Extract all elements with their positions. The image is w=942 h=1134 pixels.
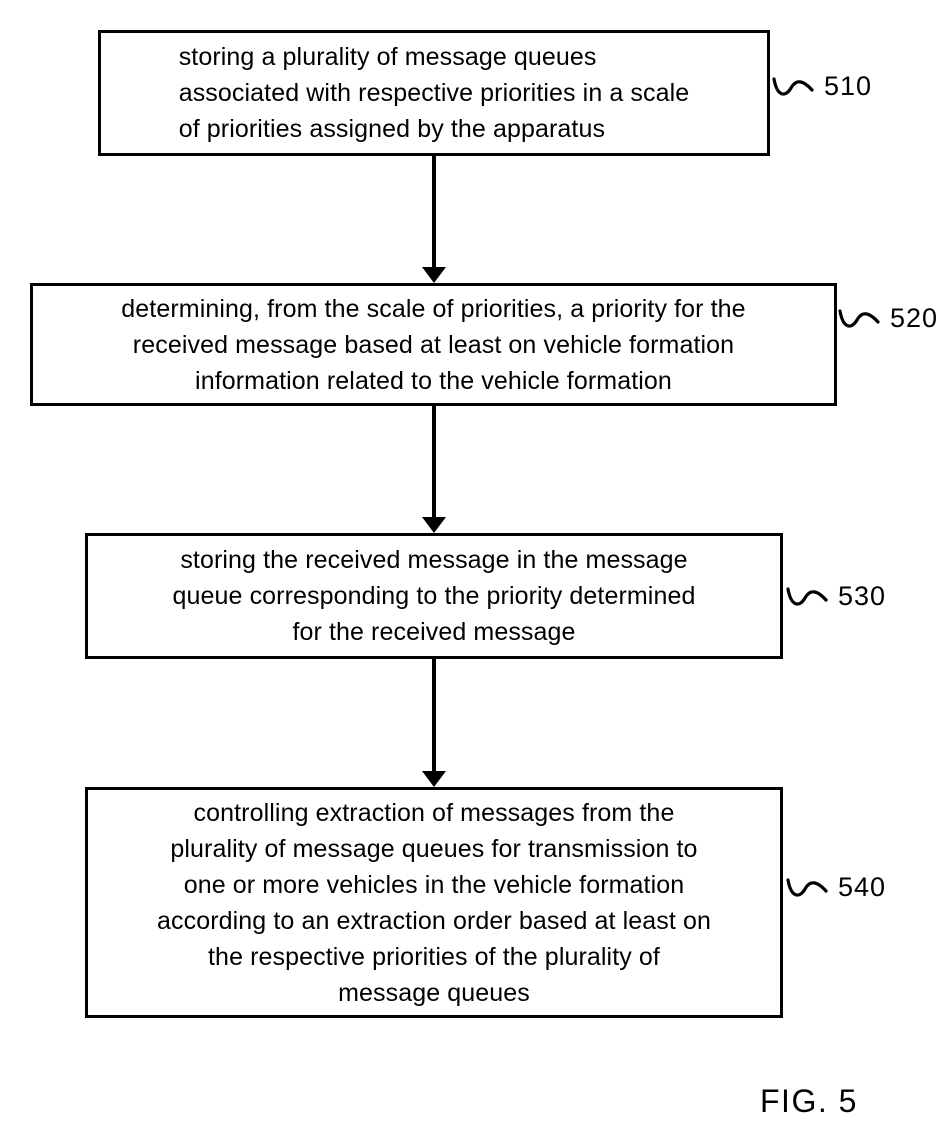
arrowhead-icon — [422, 517, 446, 533]
connector-arrow-530-540 — [414, 659, 454, 787]
squiggle-leader-icon — [772, 76, 814, 96]
reference-callout-510: 510 — [772, 73, 872, 100]
squiggle-leader-icon — [786, 586, 828, 606]
connector-shaft — [432, 406, 436, 519]
reference-callout-520: 520 — [838, 305, 938, 332]
arrowhead-icon — [422, 771, 446, 787]
arrowhead-icon — [422, 267, 446, 283]
flow-step-540-text: controlling extraction of messages from … — [157, 798, 711, 1007]
flow-step-530-text: storing the received message in the mess… — [172, 546, 696, 646]
reference-callout-540: 540 — [786, 874, 886, 901]
squiggle-leader-icon — [838, 308, 880, 328]
reference-number-540: 540 — [838, 872, 887, 902]
flow-step-510-text: storing a plurality of message queues as… — [178, 43, 690, 143]
figure-caption: FIG. 5 — [760, 1083, 858, 1119]
reference-number-520: 520 — [890, 303, 939, 333]
reference-number-510: 510 — [824, 71, 873, 101]
flow-step-520: determining, from the scale of prioritie… — [30, 283, 837, 406]
squiggle-leader-icon — [786, 877, 828, 897]
flow-step-530: storing the received message in the mess… — [85, 533, 783, 659]
connector-shaft — [432, 659, 436, 773]
reference-callout-530: 530 — [786, 583, 886, 610]
reference-number-530: 530 — [838, 581, 887, 611]
flow-step-540: controlling extraction of messages from … — [85, 787, 783, 1018]
connector-arrow-520-530 — [414, 406, 454, 533]
flow-step-520-text: determining, from the scale of prioritie… — [121, 294, 746, 395]
connector-arrow-510-520 — [414, 156, 454, 283]
connector-shaft — [432, 156, 436, 269]
flow-step-510: storing a plurality of message queues as… — [98, 30, 770, 156]
